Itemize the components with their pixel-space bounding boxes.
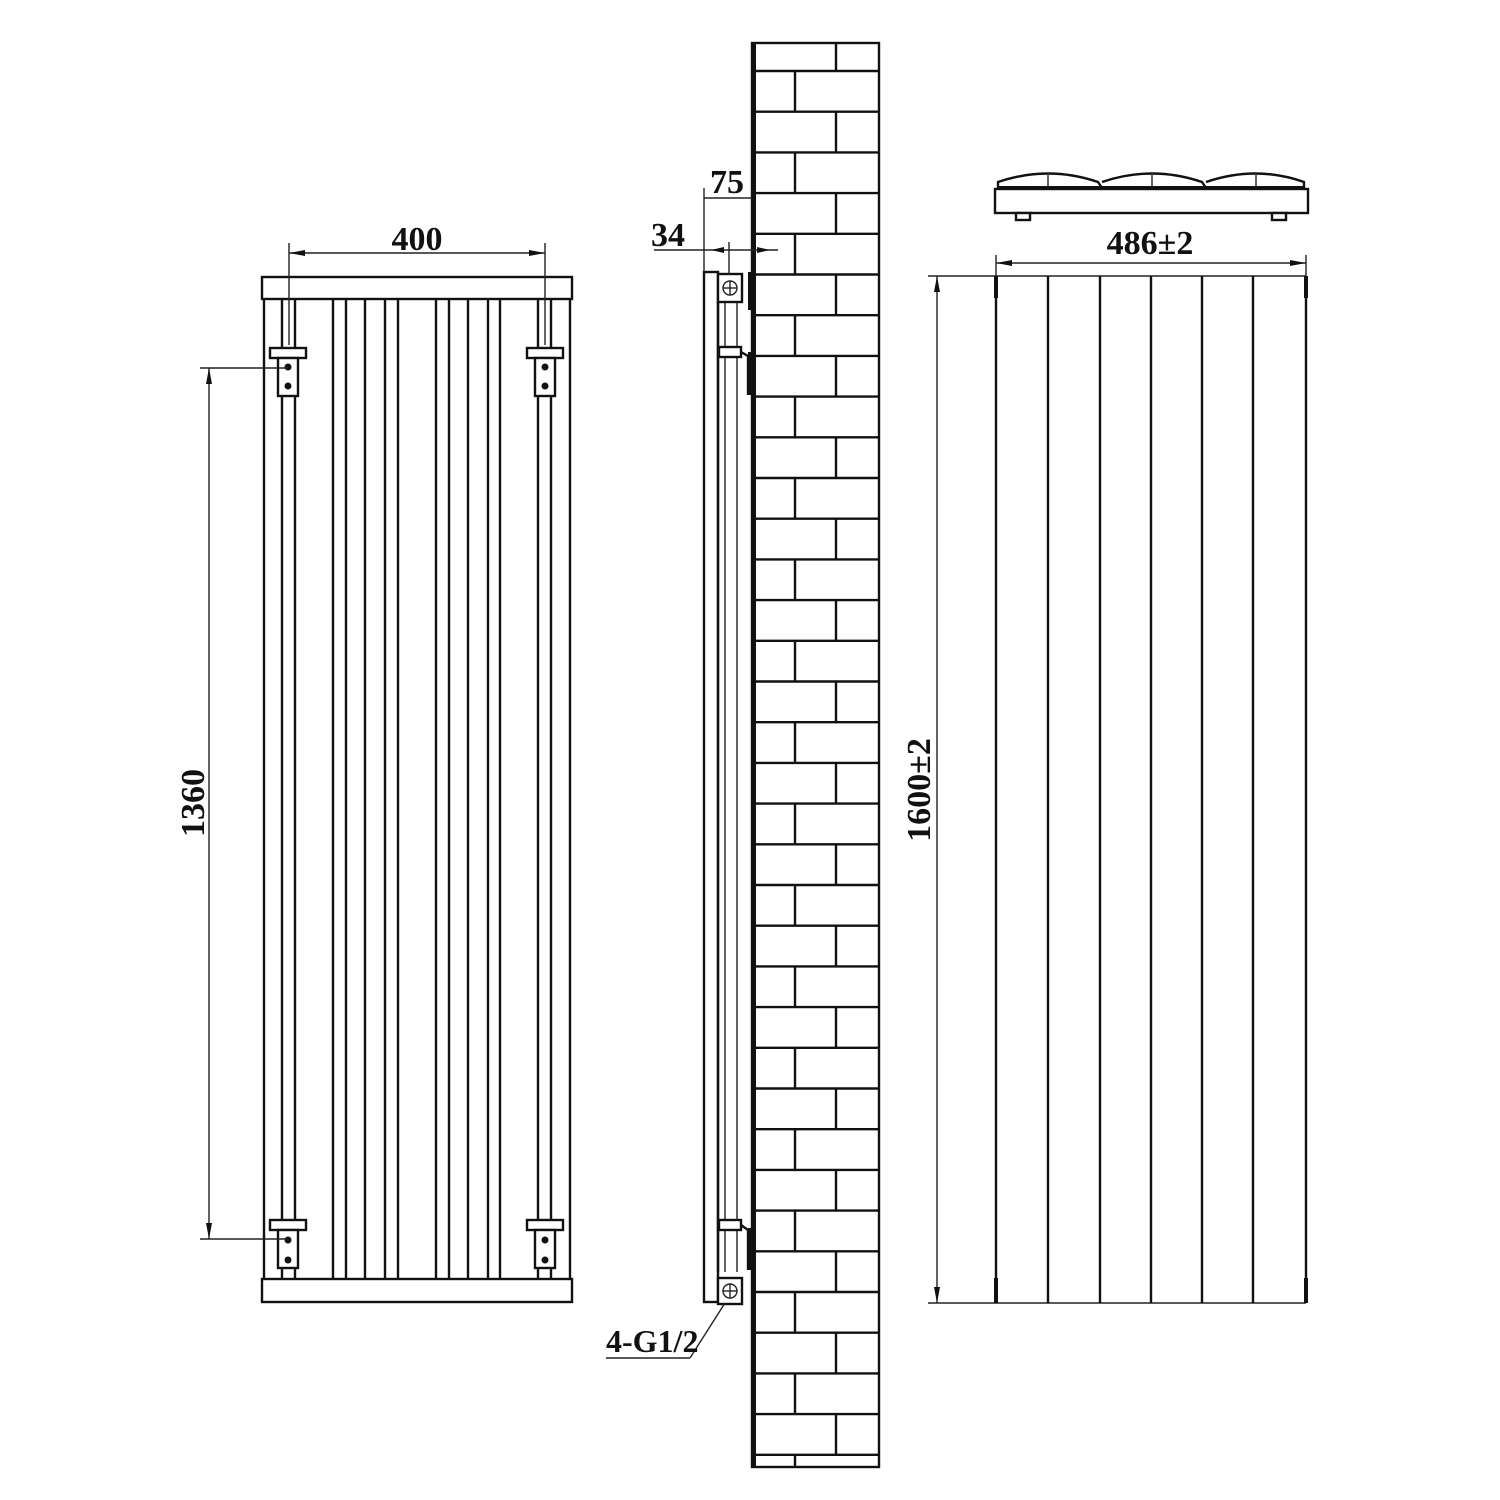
- dimension-label: 75: [710, 164, 744, 201]
- connection-callout: 4-G1/2: [606, 1302, 726, 1359]
- radiator-side-profile: [702, 270, 720, 1304]
- dimension-label: 34: [651, 217, 685, 254]
- top-header-bar: [260, 275, 574, 301]
- dimension-width-400: 400: [288, 221, 546, 345]
- radiator-tubes: [331, 299, 502, 1279]
- dimension-height-1600: 1600±2: [901, 276, 940, 1303]
- dimension-label: 1600±2: [901, 738, 938, 842]
- connection-label: 4-G1/2: [606, 1323, 698, 1359]
- bottom-header-bar: [260, 1277, 574, 1304]
- wall-bracket-bottom-left: [268, 1218, 308, 1270]
- dimension-depth-34: 34: [651, 217, 778, 275]
- top-plan-view: [993, 172, 1310, 222]
- dimension-height-1360: 1360: [175, 367, 288, 1240]
- front-view: 400 1360: [175, 221, 574, 1304]
- side-bracket-top: [717, 345, 750, 395]
- dimension-width-486: 486±2: [995, 225, 1307, 280]
- pipe-connection-top: [716, 272, 744, 304]
- wall-bracket-top-left: [268, 346, 308, 398]
- rear-view: 486±2 1600±2: [901, 172, 1310, 1304]
- dimension-depth-75: 75: [703, 164, 752, 272]
- dimension-label: 400: [392, 221, 443, 258]
- side-view: 75 34 4-G1/2: [606, 41, 881, 1469]
- wall-bracket-top-right: [525, 346, 565, 398]
- rear-panel: [928, 275, 1308, 1304]
- brick-wall: [750, 41, 881, 1469]
- dimension-label: 1360: [175, 769, 212, 837]
- pipe-connection-bottom: [716, 1276, 744, 1306]
- wall-bracket-bottom-right: [525, 1218, 565, 1270]
- dimension-label: 486±2: [1107, 225, 1194, 262]
- side-bracket-bottom: [717, 1218, 750, 1270]
